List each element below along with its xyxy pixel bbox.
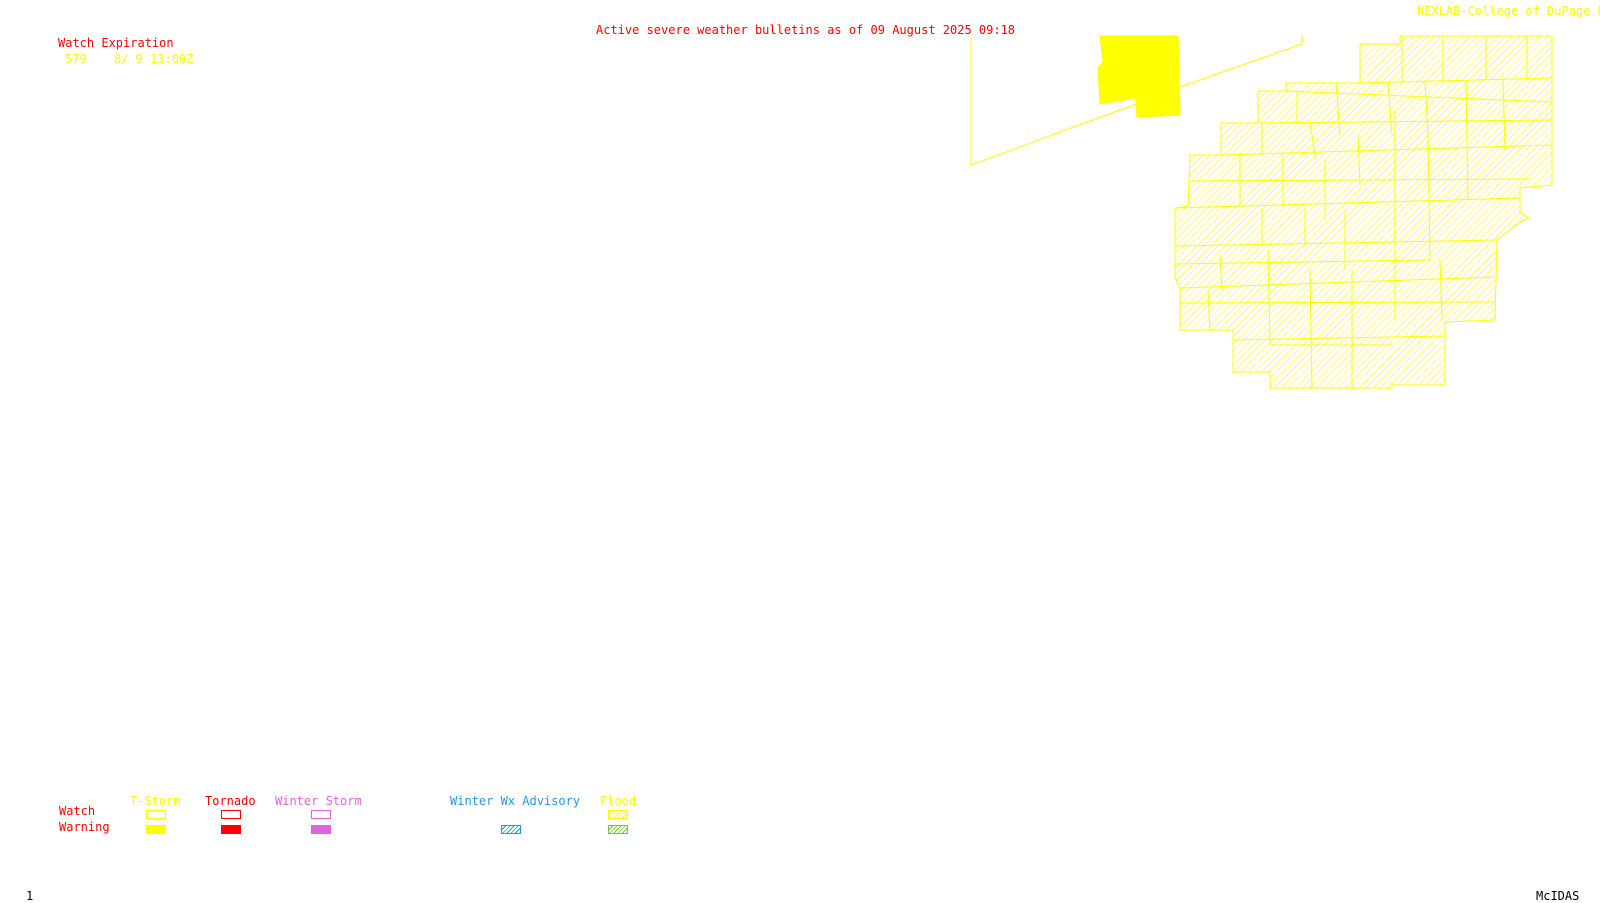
legend-tornado-watch-swatch <box>221 810 241 819</box>
watch-579-area <box>1174 35 1553 389</box>
legend-row-warning: Warning <box>59 820 110 834</box>
legend-flood-warning-swatch <box>608 825 628 834</box>
legend-winter-storm-label: Winter Storm <box>275 794 362 808</box>
legend-winter-advisory-swatch <box>501 825 521 834</box>
legend-tstorm-watch-swatch <box>146 810 166 819</box>
inset-leader-lines <box>970 36 1303 166</box>
software-label: McIDAS <box>1536 889 1580 903</box>
tstorm-warning-polygon <box>1097 35 1181 118</box>
legend-tornado-warning-swatch <box>221 825 241 834</box>
page-title: Active severe weather bulletins as of 09… <box>596 23 1016 37</box>
county-boundaries <box>1174 36 1553 389</box>
frame-number: 1 <box>26 889 34 903</box>
credit-label: NEXLAB-College of DuPage R <box>1417 4 1600 18</box>
watch-expiration-heading: Watch Expiration <box>58 36 174 50</box>
legend-winter-storm-watch-swatch <box>311 810 331 819</box>
watch-number: 579 <box>65 52 87 66</box>
legend-row-watch: Watch <box>59 804 96 818</box>
legend-tstorm-warning-swatch <box>146 825 166 834</box>
watch-expiration-time: 8/ 9 13:00Z <box>114 52 194 66</box>
legend-winter-advisory-label: Winter Wx Advisory <box>450 794 581 808</box>
legend-tornado-label: Tornado <box>205 794 256 808</box>
legend-winter-storm-warning-swatch <box>311 825 331 834</box>
legend-flood-watch-swatch <box>608 810 628 819</box>
legend-tstorm-label: T-Storm <box>130 794 181 808</box>
legend-flood-label: Flood <box>600 794 637 808</box>
